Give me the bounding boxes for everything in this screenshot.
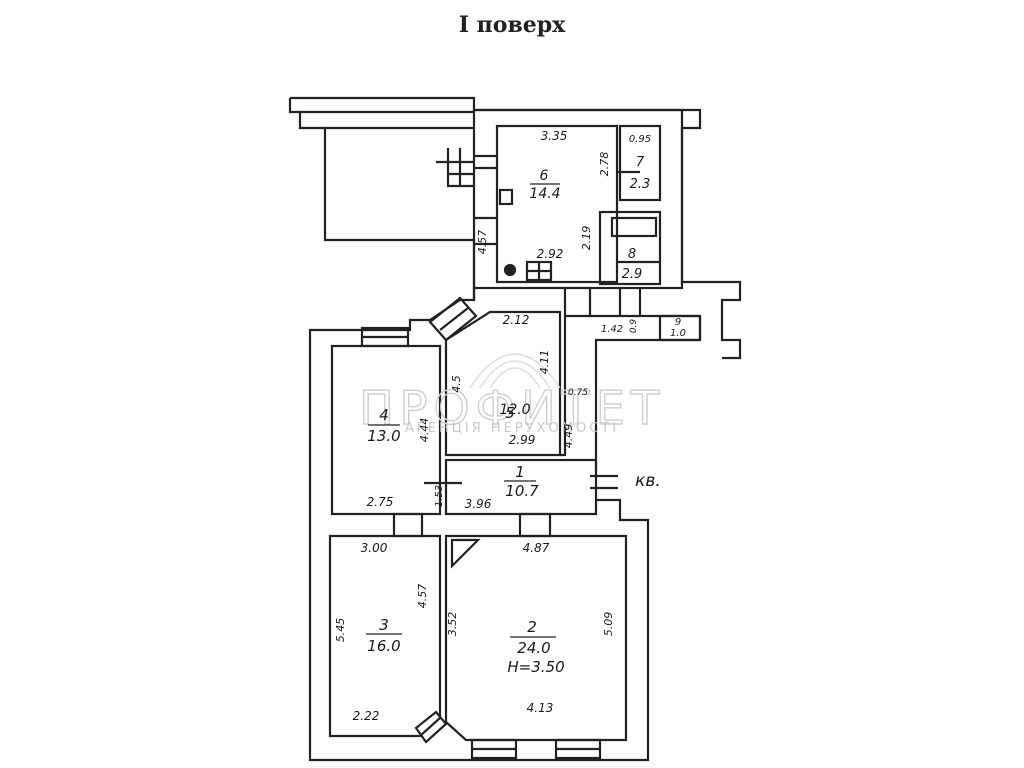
dim-r2-left: 3.52 xyxy=(446,612,459,637)
room-8-area: 2.9 xyxy=(622,267,643,282)
dim-r6-right-top: 2.78 xyxy=(598,152,611,177)
dim-r1-left: 1.53 xyxy=(434,485,445,507)
watermark: ПРОФИТЕТ АГЕНЦІЯ НЕРУХОМОСТІ xyxy=(358,353,665,436)
room-7-area: 2.3 xyxy=(630,177,651,192)
room-9-number: 9 xyxy=(675,317,681,328)
dim-r2-right: 5.09 xyxy=(602,612,615,637)
room-5-walls xyxy=(428,296,562,457)
room-5-area: 12.0 xyxy=(499,402,530,418)
dim-r4-bottom: 2.75 xyxy=(367,495,394,509)
dim-r6-bottom: 2.92 xyxy=(537,247,564,261)
room-2-area: 24.0 xyxy=(517,639,550,657)
dim-r5-top: 2.12 xyxy=(503,313,530,327)
dim-r6-right: 2.19 xyxy=(580,226,593,251)
dim-r4-right: 4.44 xyxy=(418,418,431,443)
room-1-area: 10.7 xyxy=(505,482,539,500)
room-2-number: 2 xyxy=(527,618,537,636)
watermark-tagline: АГЕНЦІЯ НЕРУХОМОСТІ xyxy=(405,421,619,436)
dim-r9-left: 1.42 xyxy=(601,324,623,335)
apartment-outline xyxy=(308,288,650,762)
room-9-walls xyxy=(563,288,702,470)
room-4-walls xyxy=(330,326,442,516)
dim-r5-right: 4.11 xyxy=(538,350,551,375)
dim-r2-top: 4.87 xyxy=(523,541,550,555)
page-title: I поверх xyxy=(458,12,566,38)
room-4-number: 4 xyxy=(379,406,389,424)
dim-r3-right: 4.57 xyxy=(416,584,429,609)
dim-r3-left: 5.45 xyxy=(334,618,347,643)
dim-r3-top: 3.00 xyxy=(361,541,388,555)
watermark-brand: ПРОФИТЕТ xyxy=(359,381,665,435)
dim-r3-bottom: 2.22 xyxy=(353,709,380,723)
dim-r6-left: 4.57 xyxy=(476,230,489,255)
room-7-number: 7 xyxy=(636,155,645,170)
room-7-walls xyxy=(617,124,662,202)
dim-r6-top: 3.35 xyxy=(541,129,568,143)
room-3-walls xyxy=(328,512,448,744)
dim-r9-top: 0.9 xyxy=(629,319,639,334)
dim-r1-bottom: 3.96 xyxy=(465,497,492,511)
room-6-walls xyxy=(436,108,684,290)
room-2-height: H=3.50 xyxy=(507,658,564,676)
entrance-label: кв. xyxy=(635,471,661,491)
room-3-number: 3 xyxy=(379,616,389,634)
dim-r1-right: 4.49 xyxy=(562,424,575,449)
room-1-number: 1 xyxy=(515,463,525,481)
room-9-area: 1.0 xyxy=(670,328,686,339)
dim-r1-corner: 0.75 xyxy=(568,388,588,398)
dim-r5-left: 4.5 xyxy=(450,375,463,393)
dim-r2-bottom: 4.13 xyxy=(527,701,554,715)
dim-r5-bottom: 2.99 xyxy=(509,433,536,447)
room-6-number: 6 xyxy=(540,168,549,184)
room-8-number: 8 xyxy=(628,247,636,262)
room-4-area: 13.0 xyxy=(367,427,400,445)
dim-r7-top: 0.95 xyxy=(629,134,651,145)
room-5-number: 5 xyxy=(505,404,515,422)
room-2-walls xyxy=(444,512,628,760)
room-3-area: 16.0 xyxy=(367,637,400,655)
room-6-area: 14.4 xyxy=(529,186,560,202)
